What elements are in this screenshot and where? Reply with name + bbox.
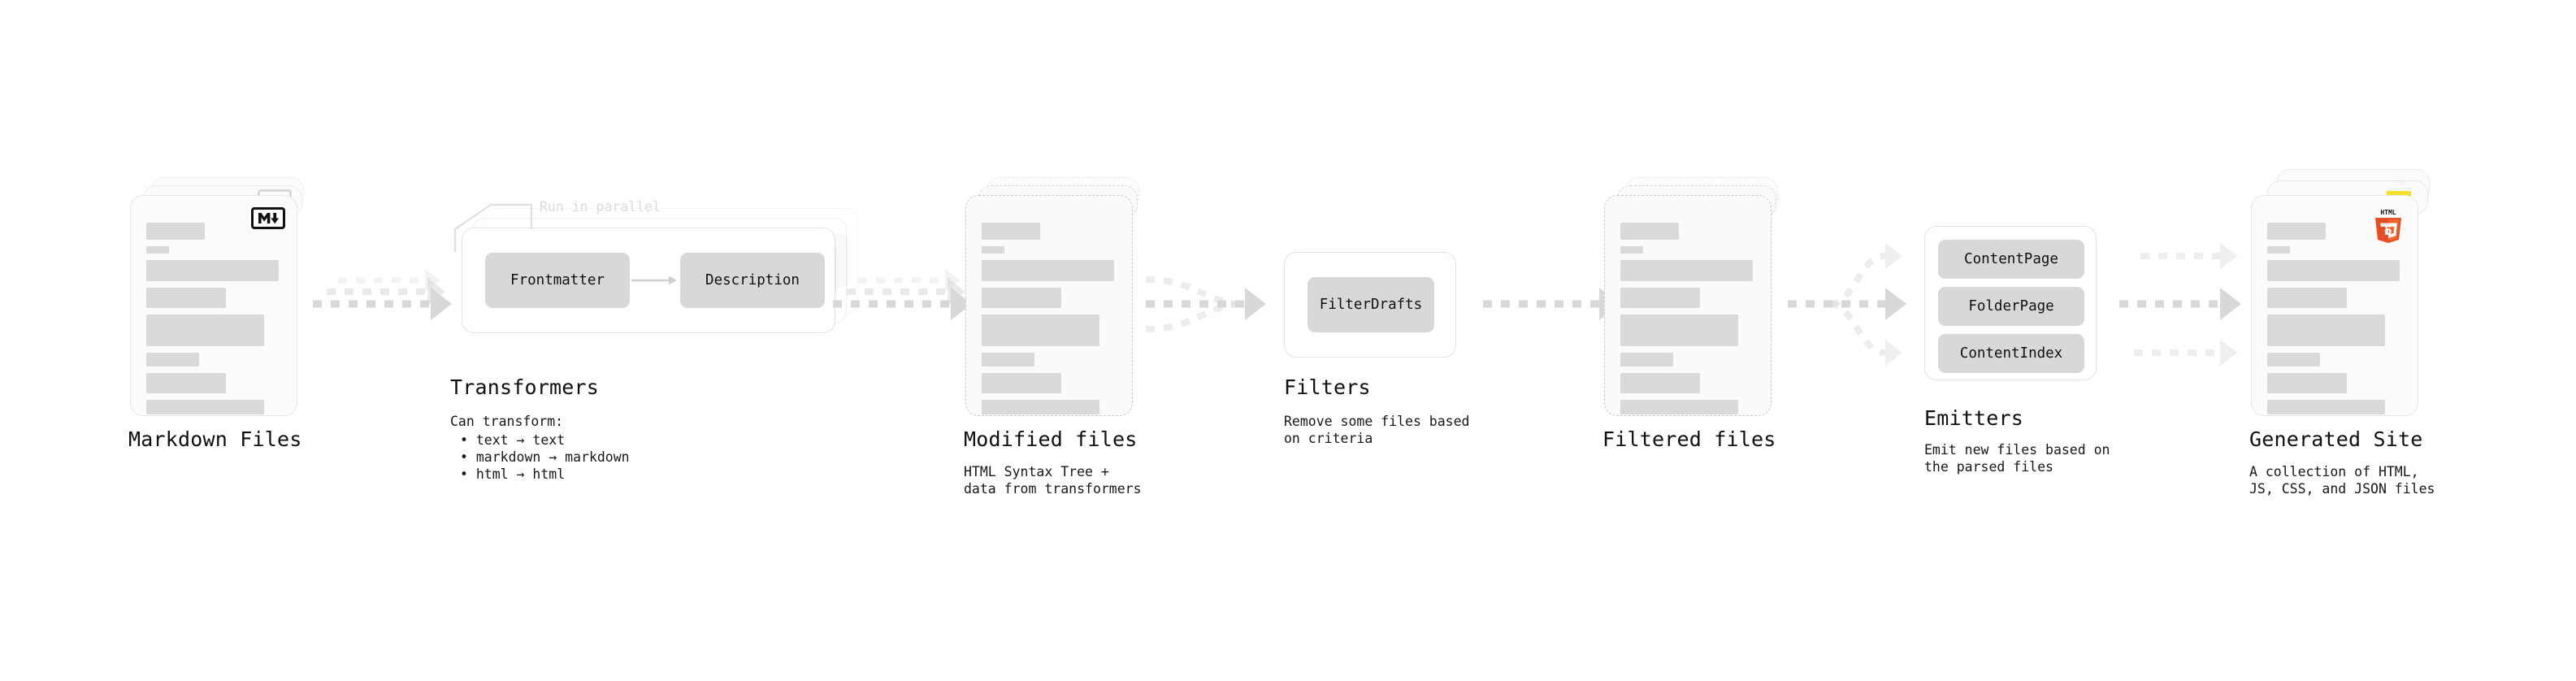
run-in-parallel-label: Run in parallel bbox=[540, 199, 661, 215]
file-card-bar bbox=[146, 260, 279, 281]
file-card-bar bbox=[2267, 353, 2320, 367]
markdown-badge bbox=[251, 207, 285, 229]
file-card-bar bbox=[2267, 260, 2400, 281]
emitter-chip-contentindex[interactable]: ContentIndex bbox=[1938, 334, 2084, 373]
arrow-filters-to-filtered bbox=[1483, 288, 1620, 320]
file-card-bar bbox=[982, 223, 1040, 240]
transformer-chip-description[interactable]: Description bbox=[680, 253, 825, 308]
modified-files-title: Modified files bbox=[964, 427, 1138, 451]
arrow-transformers-to-modified bbox=[833, 268, 972, 320]
file-card-bar bbox=[146, 314, 264, 346]
filtered-files-title: Filtered files bbox=[1602, 427, 1776, 451]
file-card-bar bbox=[1620, 353, 1673, 367]
file-card-bar bbox=[1620, 288, 1700, 308]
file-card-bar bbox=[982, 288, 1061, 308]
file-card-bar bbox=[146, 223, 205, 240]
generated-site-title: Generated Site bbox=[2249, 427, 2423, 451]
svg-text:5: 5 bbox=[2384, 223, 2392, 238]
file-card-bar bbox=[1620, 260, 1753, 281]
file-card-bar bbox=[146, 246, 169, 254]
filters-title: Filters bbox=[1284, 375, 1371, 399]
file-card-bar bbox=[982, 353, 1034, 367]
file-card-bar bbox=[146, 400, 264, 414]
file-card-bar bbox=[2267, 373, 2347, 393]
file-card-bar bbox=[2267, 314, 2385, 346]
arrow-filtered-to-emitters bbox=[1788, 243, 1906, 366]
emitters-title: Emitters bbox=[1924, 406, 2024, 430]
transformers-subtitle: Can transform: bbox=[450, 414, 564, 429]
file-card-bar bbox=[982, 314, 1099, 346]
transformers-layer-3: Frontmatter Description bbox=[462, 228, 835, 333]
file-card-bar bbox=[982, 260, 1114, 281]
markdown-files-title: Markdown Files bbox=[128, 427, 302, 451]
file-card-bar bbox=[982, 373, 1061, 393]
file-card-bar bbox=[1620, 246, 1643, 254]
file-card-bars bbox=[146, 223, 279, 421]
file-card-bar bbox=[146, 353, 199, 367]
emitter-chip-contentpage[interactable]: ContentPage bbox=[1938, 240, 2084, 279]
transformer-chip-frontmatter[interactable]: Frontmatter bbox=[485, 253, 630, 308]
file-card-bar bbox=[1620, 314, 1738, 346]
file-card-bar bbox=[982, 400, 1099, 414]
markdown-badge-wrap bbox=[251, 207, 285, 229]
modified-file-card bbox=[965, 195, 1133, 416]
filtered-file-card bbox=[1604, 195, 1772, 416]
emitters-subtitle: Emit new files based on the parsed files bbox=[1924, 442, 2110, 475]
run-in-parallel-bracket bbox=[453, 203, 533, 252]
emitter-chip-folderpage[interactable]: FolderPage bbox=[1938, 287, 2084, 326]
file-card-bar bbox=[2267, 246, 2290, 254]
generated-site-card: HTML 5 bbox=[2251, 195, 2418, 416]
modified-files-subtitle: HTML Syntax Tree + data from transformer… bbox=[964, 464, 1142, 497]
file-card-bar bbox=[2267, 223, 2326, 240]
generated-site-subtitle: A collection of HTML, JS, CSS, and JSON … bbox=[2249, 464, 2435, 497]
file-card-bars bbox=[1620, 223, 1753, 421]
filters-box: FilterDrafts bbox=[1284, 252, 1456, 358]
transformer-inner-arrow bbox=[631, 275, 677, 285]
arrow-modified-to-filters bbox=[1145, 276, 1266, 332]
file-card-bar bbox=[982, 246, 1004, 254]
filter-chip-filterdrafts[interactable]: FilterDrafts bbox=[1308, 277, 1434, 332]
markdown-file-card bbox=[130, 195, 297, 416]
file-card-bar bbox=[1620, 223, 1679, 240]
transformers-bullet-list: • text → text • markdown → markdown • ht… bbox=[460, 432, 630, 482]
file-card-bar bbox=[146, 373, 226, 393]
file-card-bar bbox=[2267, 288, 2347, 308]
file-card-bar bbox=[1620, 373, 1700, 393]
file-card-bar bbox=[146, 288, 226, 308]
file-card-bars bbox=[982, 223, 1114, 421]
arrow-emitters-to-site bbox=[2119, 242, 2241, 367]
file-card-bar bbox=[2267, 400, 2385, 414]
filters-subtitle: Remove some files based on criteria bbox=[1284, 414, 1470, 446]
file-card-bar bbox=[1620, 400, 1738, 414]
transformers-title: Transformers bbox=[450, 375, 600, 399]
html5-badge: HTML 5 bbox=[2372, 207, 2405, 245]
svg-text:HTML: HTML bbox=[2380, 209, 2396, 216]
file-card-bars bbox=[2267, 223, 2400, 421]
arrow-markdown-to-transformers bbox=[313, 268, 452, 320]
